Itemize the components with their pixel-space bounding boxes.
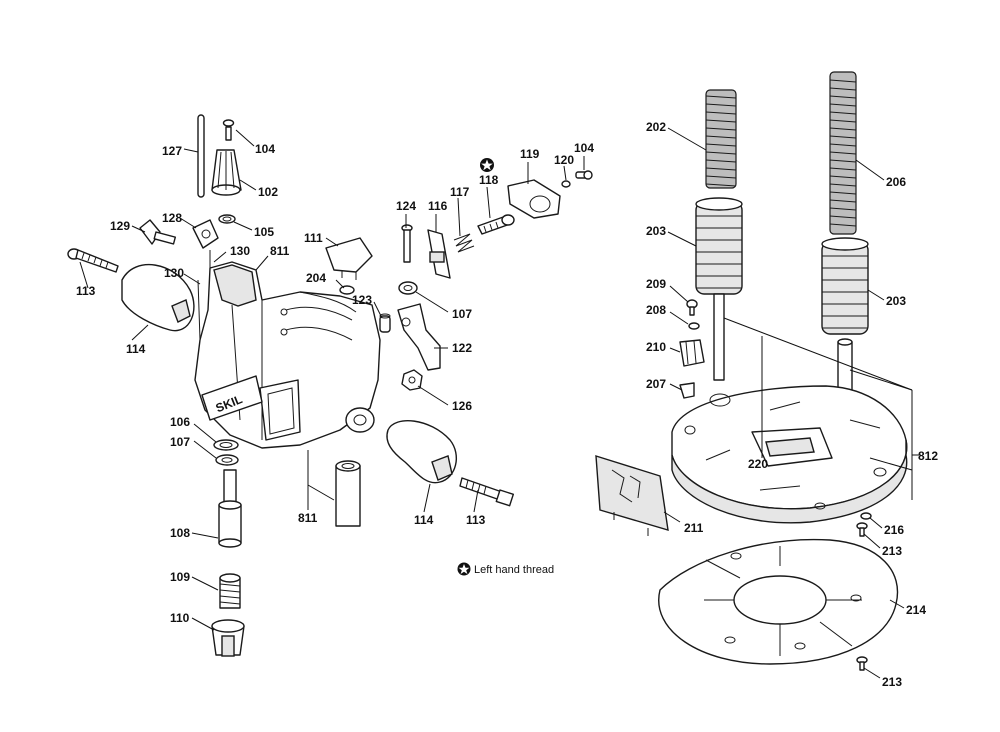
callout-105: 105: [254, 225, 274, 239]
part-117-spring: [453, 233, 475, 253]
left-hand-thread-star-icon: [480, 158, 494, 172]
part-111-cap: [325, 237, 373, 280]
callout-207: 207: [646, 377, 666, 391]
callout-216: 216: [884, 523, 904, 537]
callout-127: 127: [162, 144, 182, 158]
callout-109: 109: [170, 570, 190, 584]
part-213-screw: [856, 522, 868, 537]
callout-122: 122: [452, 341, 472, 355]
callout-203: 203: [646, 224, 666, 238]
part-210-knob: [679, 339, 705, 367]
part-108-shaft: [218, 469, 242, 548]
legend: Left hand thread: [457, 562, 554, 576]
callout-203-b: 203: [886, 294, 906, 308]
part-107-washer-right: [398, 281, 418, 295]
part-118-screw: [477, 214, 515, 235]
part-127-rod: [197, 114, 205, 198]
callout-128: 128: [162, 211, 182, 225]
callout-208: 208: [646, 303, 666, 317]
callout-123: 123: [352, 293, 372, 307]
callout-129: 129: [110, 219, 130, 233]
callout-204: 204: [306, 271, 326, 285]
callout-210: 210: [646, 340, 666, 354]
part-119-clamp: [507, 179, 561, 219]
callout-124: 124: [396, 199, 416, 213]
callout-107-b: 107: [452, 307, 472, 321]
callout-120: 120: [554, 153, 574, 167]
callout-107: 107: [170, 435, 190, 449]
callout-114: 114: [126, 342, 146, 356]
part-206-spring: [829, 71, 857, 235]
part-216-washer: [860, 512, 872, 520]
part-114-handle: [121, 264, 195, 332]
leader-lines-right: [663, 127, 920, 679]
part-122-lever: [397, 303, 441, 371]
callout-102: 102: [258, 185, 278, 199]
callout-126: 126: [452, 399, 472, 413]
callout-113-b: 113: [466, 513, 486, 527]
part-104-screw-right: [575, 170, 593, 180]
part-203-bellows-right: [821, 237, 869, 335]
part-129-wing-screw: [139, 219, 177, 245]
part-123-pin: [379, 313, 391, 333]
part-213-screw-bottom: [856, 656, 868, 671]
part-104-screw: [222, 119, 235, 141]
leader-lines-left: [79, 129, 585, 631]
callout-812: 812: [918, 449, 938, 463]
callout-213-b: 213: [882, 675, 902, 689]
callout-213: 213: [882, 544, 902, 558]
part-203-bellows: [695, 197, 743, 381]
callout-104: 104: [255, 142, 275, 156]
callout-114-b: 114: [414, 513, 434, 527]
part-102-cone-knob: [211, 149, 242, 196]
part-113-bolt: [67, 248, 119, 273]
callout-811: 811: [270, 244, 290, 258]
part-109-threaded-sleeve: [219, 573, 241, 609]
callout-206: 206: [886, 175, 906, 189]
callout-211: 211: [684, 521, 704, 535]
part-106-lockwasher: [213, 439, 239, 451]
callout-113: 113: [76, 284, 96, 298]
part-208-washer: [688, 322, 700, 330]
part-110-nut: [211, 619, 245, 657]
part-202-spring: [705, 89, 737, 189]
part-120-ring: [561, 180, 571, 188]
part-116-plate: [427, 229, 451, 279]
part-209-screw: [686, 299, 698, 316]
callout-811-b: 811: [298, 511, 318, 525]
part-128-clamp: [192, 219, 219, 249]
callouts-left: 127 104 102 129 128 105 130 811 130 113 …: [76, 141, 594, 625]
callout-106: 106: [170, 415, 190, 429]
callout-130-b: 130: [164, 266, 184, 280]
callout-118: 118: [479, 173, 499, 187]
callout-117: 117: [450, 185, 470, 199]
part-811-router-housing: SKIL: [194, 261, 381, 449]
part-211-chip-shield: [595, 455, 669, 536]
part-113-bolt-right: [459, 477, 515, 507]
callout-111: 111: [304, 231, 323, 245]
legend-text: Left hand thread: [474, 564, 554, 576]
callout-220: 220: [748, 457, 768, 471]
callouts-right: 202 206 203 203 209 208 210 207 220 812 …: [646, 120, 938, 689]
callout-130: 130: [230, 244, 250, 258]
callout-104-b: 104: [574, 141, 594, 155]
part-105-ring: [218, 214, 236, 224]
part-114-handle-right: [386, 420, 458, 484]
part-126-nut: [401, 369, 423, 391]
part-214-sub-base: [658, 538, 899, 665]
part-124-screw: [401, 224, 413, 263]
legend-star-icon: [457, 562, 471, 576]
callout-209: 209: [646, 277, 666, 291]
part-811-tube: [335, 460, 361, 527]
part-107-washer: [215, 454, 239, 466]
callout-214: 214: [906, 603, 926, 617]
callout-110: 110: [170, 611, 190, 625]
callout-119: 119: [520, 147, 540, 161]
callout-202: 202: [646, 120, 666, 134]
callout-108: 108: [170, 526, 190, 540]
part-220-label: [765, 437, 815, 457]
callout-116: 116: [428, 199, 448, 213]
part-207-bracket: [679, 382, 695, 399]
